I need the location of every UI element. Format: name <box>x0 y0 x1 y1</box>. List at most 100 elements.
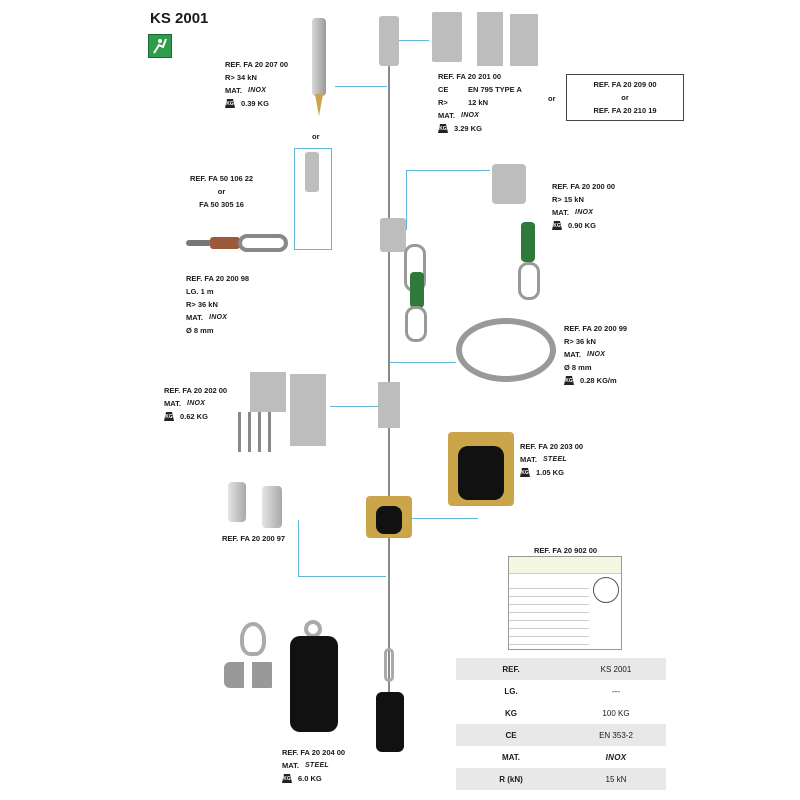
spec-row: CE EN 353-2 <box>456 724 666 746</box>
weight-mat: MAT. <box>282 761 299 770</box>
leader-line <box>390 362 456 363</box>
cable-mat: MAT. <box>564 350 581 359</box>
page-title: KS 2001 <box>150 10 209 27</box>
spec-key: REF. <box>502 664 520 674</box>
terminal-tip <box>315 94 323 116</box>
absorber-image <box>521 222 535 262</box>
terminal-mat: MAT. <box>225 86 242 95</box>
cable-dia: Ø 8 mm <box>564 363 592 372</box>
weight-icon: KG <box>438 124 448 133</box>
fall-arrester-r: R> 15 kN <box>552 195 584 204</box>
bracket-ref: REF. FA 20 202 00 <box>164 386 228 395</box>
lanyard-lg: LG. 1 m <box>186 287 214 296</box>
inox-icon: INOX <box>574 209 594 216</box>
main-cable <box>388 60 390 700</box>
guide-on-cable <box>366 496 412 538</box>
spec-value: KS 2001 <box>600 664 632 674</box>
guide-image <box>448 432 514 506</box>
top-anchor-plate <box>379 16 399 66</box>
spec-row: REF. KS 2001 <box>456 658 666 680</box>
leader-line <box>412 518 478 519</box>
fall-arrester-ref: REF. FA 20 200 00 <box>552 182 616 191</box>
cable-coil-image <box>456 318 556 382</box>
lanyard-r: R> 36 kN <box>186 300 218 309</box>
inox-icon: INOX <box>586 351 606 358</box>
weight-weight: 6.0 KG <box>298 774 322 783</box>
weight-icon: KG <box>282 774 292 783</box>
stopper-image-2 <box>262 486 282 528</box>
bracket-angle-image <box>290 374 326 446</box>
sleeve-image <box>305 152 319 192</box>
leader-line <box>298 576 386 577</box>
inox-icon: INOX <box>460 112 480 119</box>
leader-line <box>406 170 407 230</box>
weight-on-cable <box>376 692 404 752</box>
weight-image <box>290 620 338 732</box>
label-ref: REF. FA 20 902 00 <box>534 546 598 555</box>
bracket-on-cable <box>378 382 400 428</box>
weight-label: REF. FA 20 204 00 MAT. STEEL KG 6.0 KG <box>282 746 345 785</box>
leader-line <box>399 40 429 41</box>
anchor-weight: 3.29 KG <box>454 124 482 133</box>
lanyard-mat: MAT. <box>186 313 203 322</box>
alt-anchor-ref1: REF. FA 20 209 00 <box>593 80 657 89</box>
sleeve-frame <box>294 148 332 250</box>
ce-mark: CE <box>438 85 449 94</box>
fall-arrester-mat: MAT. <box>552 208 569 217</box>
sleeve-ref1: REF. FA 50 106 22 <box>190 174 254 183</box>
leader-line <box>330 406 378 407</box>
fall-arrester-label: REF. FA 20 200 00 R> 15 kN MAT. INOX KG 0.… <box>552 180 615 232</box>
bracket-plate-image <box>250 372 286 412</box>
fall-arrester-weight: 0.90 KG <box>568 221 596 230</box>
sleeve-or: or <box>217 187 226 196</box>
anchor-r: 12 kN <box>468 98 489 107</box>
guide-weight: 1.05 KG <box>536 468 564 477</box>
or-text-2: or <box>548 94 556 103</box>
weight-ref: REF. FA 20 204 00 <box>282 748 346 757</box>
lanyard-label: REF. FA 20 200 98 LG. 1 m R> 36 kN MAT.I… <box>186 272 249 337</box>
alt-anchor-or: or <box>621 93 629 102</box>
guide-mat: MAT. <box>520 455 537 464</box>
spec-value: 100 KG <box>602 708 630 718</box>
leader-line <box>335 86 387 87</box>
spec-row: KG 100 KG <box>456 702 666 724</box>
weight-icon: KG <box>225 99 235 108</box>
anchor-hardware-image <box>432 12 542 68</box>
terminal-weight: 0.39 KG <box>241 99 269 108</box>
clamp-image <box>224 662 276 688</box>
fall-arrester-on-cable <box>380 218 406 252</box>
stopper-ref: REF. FA 20 200 97 <box>222 534 286 543</box>
cable-r: R> 36 kN <box>564 337 596 346</box>
spec-key: R (kN) <box>499 774 523 784</box>
weight-icon: KG <box>552 221 562 230</box>
spec-row: MAT. INOX <box>456 746 666 768</box>
spec-value: 15 kN <box>605 774 627 784</box>
absorber-image <box>410 272 424 308</box>
anchor-ref: REF. FA 20 201 00 <box>438 72 502 81</box>
spec-row: LG.--- <box>456 680 666 702</box>
steel-icon: STEEL <box>542 456 568 463</box>
spec-key: MAT. <box>501 752 521 762</box>
cable-label: REF. FA 20 200 99 R> 36 kN MAT.INOX Ø 8 … <box>564 322 627 387</box>
carabiner-icon <box>518 262 540 300</box>
spec-key: KG <box>505 708 517 718</box>
anchor-ce: EN 795 TYPE A <box>468 85 522 94</box>
sleeve-ref2: FA 50 305 16 <box>199 200 244 209</box>
spec-value: INOX <box>605 752 627 762</box>
steel-icon: STEEL <box>304 762 330 769</box>
terminal-ref: REF. FA 20 207 00 <box>225 60 289 69</box>
thimble-icon <box>240 622 266 656</box>
cable-weight: 0.28 KG/m <box>580 376 617 385</box>
inox-icon: INOX <box>247 87 267 94</box>
spec-value: EN 353-2 <box>599 730 633 740</box>
carabiner-icon <box>405 306 427 342</box>
lanyard-image <box>186 230 292 258</box>
sleeve-label: REF. FA 50 106 22 or FA 50 305 16 <box>190 172 253 211</box>
bracket-mat: MAT. <box>164 399 181 408</box>
bracket-weight: 0.62 KG <box>180 412 208 421</box>
spec-key: CE <box>505 730 517 740</box>
